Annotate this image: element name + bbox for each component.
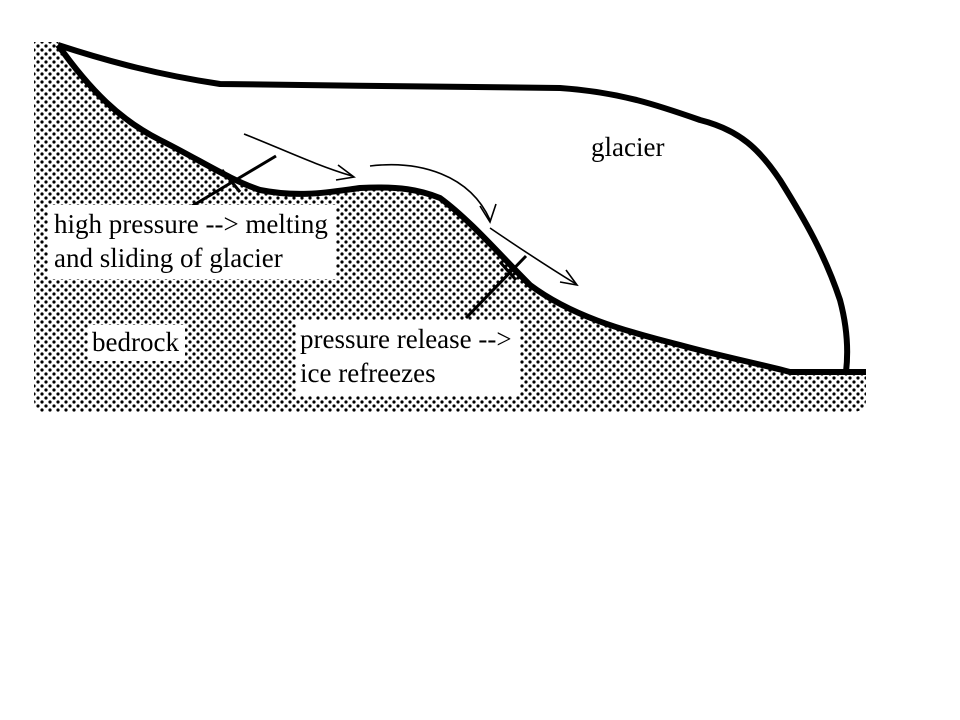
flow-arrow-2: [369, 163, 491, 221]
glacier-outline: [55, 43, 866, 375]
high-pressure-label-line1: high pressure --> melting: [54, 209, 328, 239]
pressure-release-label: pressure release --> ice refreezes: [296, 320, 520, 396]
bedrock-region: [34, 42, 866, 412]
high-pressure-tick: [220, 169, 242, 193]
glacier-label: glacier: [591, 132, 665, 162]
bedrock-label: bedrock: [88, 325, 185, 361]
high-pressure-label-line2: and sliding of glacier: [54, 243, 283, 273]
pressure-release-pointer: [464, 254, 528, 320]
pressure-release-label-line1: pressure release -->: [300, 324, 512, 354]
flow-arrow-1-head: [335, 164, 356, 181]
high-pressure-pointer: [181, 154, 277, 214]
flow-arrow-1: [243, 133, 353, 177]
glacier-surface: [57, 42, 851, 373]
flow-arrow-2-head: [479, 203, 497, 224]
flow-arrow-3-head: [559, 269, 579, 287]
high-pressure-label: high pressure --> melting and sliding of…: [48, 205, 336, 279]
pressure-release-tick: [498, 261, 518, 281]
pressure-release-label-line2: ice refreezes: [300, 358, 436, 388]
flow-arrow-3: [489, 227, 577, 285]
